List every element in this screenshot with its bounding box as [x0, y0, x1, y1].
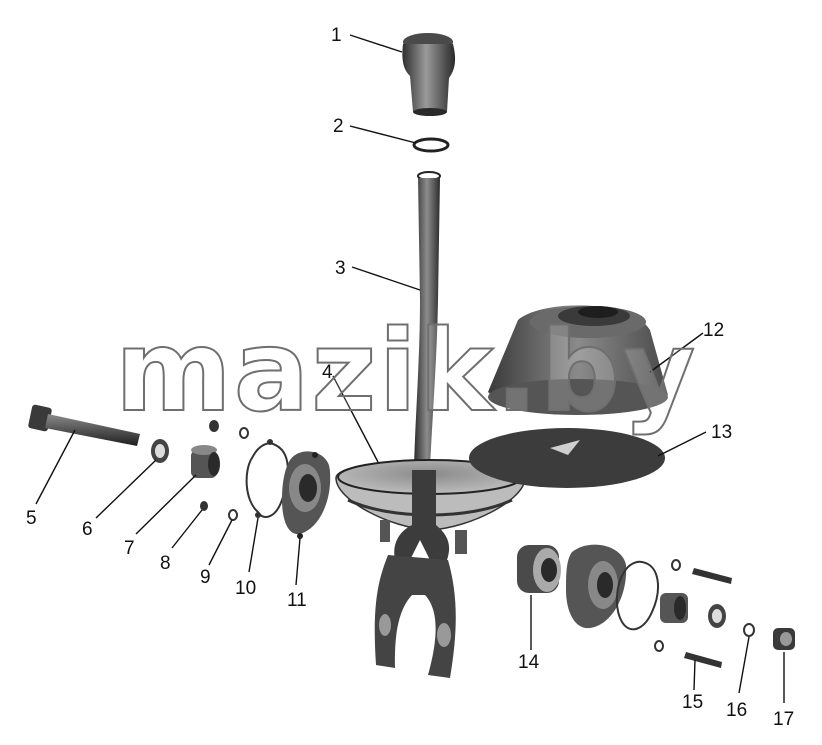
- part-bushing-right: [660, 593, 688, 623]
- part-washer-right: [708, 604, 726, 628]
- part-bearing-14: [517, 545, 561, 593]
- part-flange-left: [282, 451, 331, 539]
- callout-6: 6: [82, 519, 93, 540]
- callout-12: 12: [703, 320, 724, 341]
- part-knob: [402, 33, 456, 116]
- part-cover-plate: [469, 428, 665, 488]
- part-washer-left: [151, 439, 169, 463]
- part-flange-right: [566, 544, 627, 629]
- part-small-nut-top: [209, 420, 219, 432]
- part-small-rings-right: [654, 559, 681, 652]
- callout-7: 7: [124, 538, 135, 559]
- part-gasket-right: [616, 560, 659, 631]
- part-bushing-left: [191, 445, 220, 478]
- callout-1: 1: [331, 25, 342, 46]
- part-lever-fork: [374, 470, 467, 678]
- part-pin-8: [200, 501, 208, 511]
- callout-10: 10: [235, 578, 256, 599]
- part-nut-17: [773, 628, 795, 650]
- callout-3: 3: [335, 258, 346, 279]
- part-gasket-left: [245, 439, 289, 518]
- callout-11: 11: [287, 590, 307, 611]
- callout-13: 13: [711, 422, 732, 443]
- callout-14: 14: [518, 652, 540, 673]
- watermark-logo: mazik.by: [115, 307, 697, 437]
- leader-lines: [35, 34, 785, 703]
- part-screws-15: [684, 568, 732, 668]
- callout-8: 8: [160, 553, 171, 574]
- part-lever-rod: [414, 171, 441, 470]
- part-ring-9: [228, 427, 249, 521]
- callout-2: 2: [333, 116, 344, 137]
- part-ring-16: [743, 623, 755, 637]
- part-ring: [412, 137, 450, 153]
- callout-4: 4: [322, 362, 333, 383]
- callout-9: 9: [200, 567, 211, 588]
- part-rubber-boot: [488, 305, 668, 415]
- callout-15: 15: [682, 692, 703, 713]
- callout-labels: 1 2 3 4 5 6 7 8 9 10 11 12 13 14 15 16 1…: [26, 25, 794, 730]
- part-bolt: [28, 404, 140, 446]
- callout-5: 5: [26, 508, 37, 529]
- callout-16: 16: [726, 700, 747, 721]
- callout-17: 17: [773, 709, 794, 730]
